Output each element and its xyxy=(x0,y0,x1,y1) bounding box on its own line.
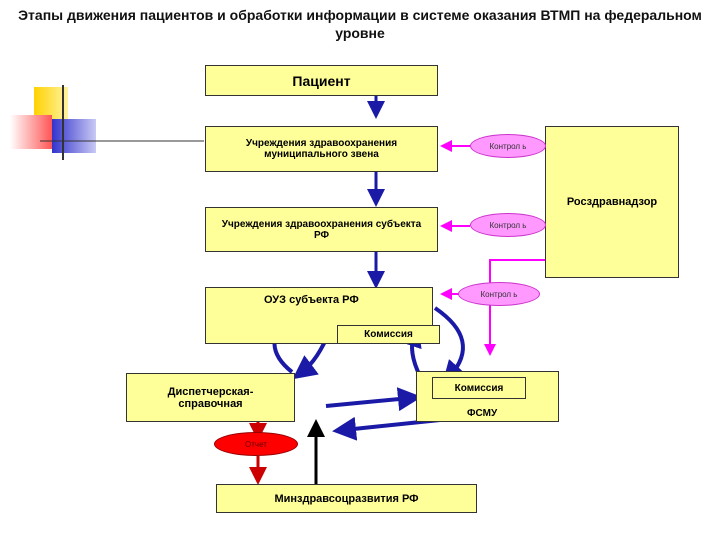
arrow-dispatch-fsmu xyxy=(325,387,422,412)
commission-ouz-box: Комиссия xyxy=(337,325,440,344)
roszdrav-label: Росздравнадзор xyxy=(566,196,658,208)
page-title: Этапы движения пациентов и обработки инф… xyxy=(18,7,702,41)
arrow-roszdrav-fsmu xyxy=(484,259,545,356)
dispatch-box: Диспетчерская-справочная xyxy=(126,373,295,422)
control-ellipse-2: Контрол ь xyxy=(470,213,546,237)
control-ellipse-3: Контрол ь xyxy=(458,282,540,306)
decorative-corner-graphic xyxy=(10,85,100,160)
curve-arrow-right-down xyxy=(433,306,467,385)
dispatch-label: Диспетчерская-справочная xyxy=(167,385,254,410)
commission-fsmu-label: Комиссия xyxy=(454,382,504,394)
report-ellipse: Отчет xyxy=(214,432,298,456)
control-ellipse-1: Контрол ь xyxy=(470,134,546,158)
control-2-label: Контрол ь xyxy=(489,220,527,230)
subject-box: Учреждения здравоохранения субъекта РФ xyxy=(205,207,438,252)
ouz-label: ОУЗ субъекта РФ xyxy=(264,294,359,306)
report-label: Отчет xyxy=(245,439,267,449)
ministry-label: Минздравсоцразвития РФ xyxy=(274,492,419,505)
patient-box: Пациент xyxy=(205,65,438,96)
control-1-label: Контрол ь xyxy=(489,141,527,151)
municipal-label: Учреждения здравоохранения муниципальног… xyxy=(245,138,398,160)
commission-ouz-label: Комиссия xyxy=(364,329,413,340)
ministry-box: Минздравсоцразвития РФ xyxy=(216,484,477,513)
roszdrav-box: Росздравнадзор xyxy=(545,126,679,278)
fsmu-label: ФСМУ xyxy=(467,408,498,419)
subject-label: Учреждения здравоохранения субъекта РФ xyxy=(221,218,422,241)
commission-fsmu-box: Комиссия xyxy=(432,377,526,399)
control-3-label: Контрол ь xyxy=(480,289,518,299)
municipal-box: Учреждения здравоохранения муниципальног… xyxy=(205,126,438,172)
patient-label: Пациент xyxy=(292,72,351,89)
